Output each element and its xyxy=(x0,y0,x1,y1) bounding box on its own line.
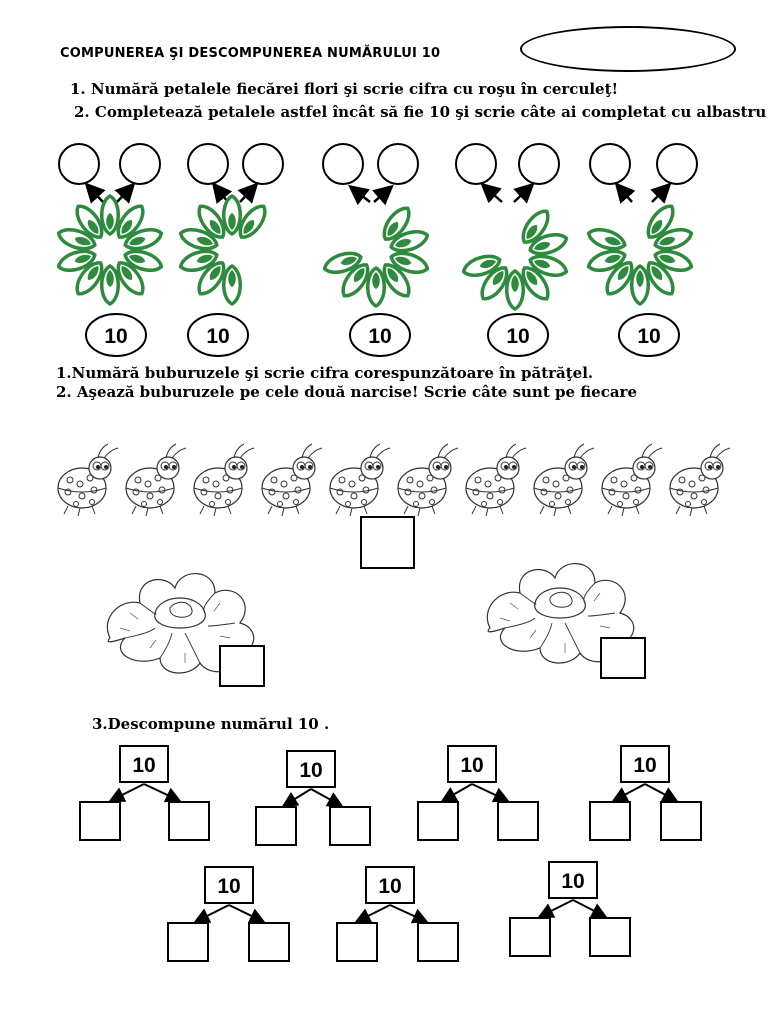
decompose-tree: 10 xyxy=(167,866,290,962)
tree-top-number: 10 xyxy=(633,754,656,777)
answer-circle[interactable] xyxy=(455,143,497,185)
tree-right-box[interactable] xyxy=(168,801,210,841)
narcissus-left-count-box[interactable] xyxy=(219,645,265,687)
flower-total: 10 xyxy=(368,325,391,348)
flower-total: 10 xyxy=(206,325,229,348)
flower-total: 10 xyxy=(506,325,529,348)
answer-circle[interactable] xyxy=(187,143,229,185)
narcissus-right-count-box[interactable] xyxy=(600,637,646,679)
tree-top-number: 10 xyxy=(460,754,483,777)
flower-exercise-3: 10 xyxy=(320,143,432,357)
total-oval xyxy=(349,313,411,357)
arrow-icon xyxy=(372,184,394,206)
ladybug-icon xyxy=(261,443,323,517)
ladybug-icon xyxy=(329,443,391,517)
decompose-tree: 10 xyxy=(255,750,371,846)
tree-right-box[interactable] xyxy=(248,922,290,962)
arrow-icon xyxy=(348,184,371,206)
total-oval xyxy=(487,313,549,357)
total-oval xyxy=(618,313,680,357)
tree-left-box[interactable] xyxy=(167,922,209,962)
answer-circle[interactable] xyxy=(377,143,419,185)
instruction-count-petals: 1. Numără petalele fiecărei flori şi scr… xyxy=(70,80,619,98)
tree-left-box[interactable] xyxy=(255,806,297,846)
arrow-icon xyxy=(614,182,636,204)
tree-top-number: 10 xyxy=(132,754,155,777)
name-oval-field[interactable] xyxy=(520,26,736,72)
arrow-icon xyxy=(84,182,106,204)
ladybug-icon xyxy=(533,443,595,517)
flower-icon xyxy=(320,201,432,308)
instruction-complete-petals: 2. Completează petalele astfel încât să … xyxy=(74,103,768,121)
answer-circle[interactable] xyxy=(119,143,161,185)
flower-icon xyxy=(584,199,696,306)
answer-circle[interactable] xyxy=(58,143,100,185)
answer-circle[interactable] xyxy=(589,143,631,185)
ladybug-count-box[interactable] xyxy=(360,516,415,569)
flower-icon xyxy=(176,194,273,306)
flower-exercise-2: 10 xyxy=(176,143,284,357)
tree-right-box[interactable] xyxy=(417,922,459,962)
answer-circle[interactable] xyxy=(656,143,698,185)
arrow-icon xyxy=(237,182,259,204)
tree-top-number: 10 xyxy=(378,875,401,898)
tree-left-box[interactable] xyxy=(79,801,121,841)
tree-right-box[interactable] xyxy=(329,806,371,846)
instruction-place-ladybugs: 2. Aşează buburuzele pe cele două narcis… xyxy=(56,383,637,401)
arrow-icon xyxy=(650,182,672,204)
tree-left-box[interactable] xyxy=(509,917,551,957)
tree-top-number: 10 xyxy=(299,759,322,782)
flower-exercise-1: 10 xyxy=(54,143,166,357)
total-oval xyxy=(187,313,249,357)
tree-right-box[interactable] xyxy=(660,801,702,841)
ladybug-icon xyxy=(193,443,255,517)
flower-exercise-4: 10 xyxy=(455,143,571,357)
tree-right-box[interactable] xyxy=(497,801,539,841)
ladybug-icon xyxy=(669,443,731,517)
ladybug-icon xyxy=(601,443,663,517)
decompose-tree: 10 xyxy=(589,745,702,841)
decompose-tree: 10 xyxy=(509,861,631,957)
ladybug-icon xyxy=(57,443,119,517)
flower-total: 10 xyxy=(104,325,127,348)
tree-right-box[interactable] xyxy=(589,917,631,957)
tree-left-box[interactable] xyxy=(417,801,459,841)
tree-left-box[interactable] xyxy=(336,922,378,962)
answer-circle[interactable] xyxy=(242,143,284,185)
answer-circle[interactable] xyxy=(518,143,560,185)
instruction-count-ladybugs: 1.Numără buburuzele şi scrie cifra cores… xyxy=(56,364,594,382)
arrow-icon xyxy=(211,182,233,204)
tree-left-box[interactable] xyxy=(589,801,631,841)
arrow-icon xyxy=(114,182,136,204)
arrow-icon xyxy=(480,182,503,204)
ladybug-icon xyxy=(465,443,527,517)
tree-top-number: 10 xyxy=(217,875,240,898)
flower-icon xyxy=(54,194,166,306)
total-oval xyxy=(85,313,147,357)
ladybug-icon xyxy=(125,443,187,517)
flower-total: 10 xyxy=(637,325,660,348)
arrow-icon xyxy=(513,182,535,204)
ladybug-row xyxy=(57,443,731,517)
decompose-tree: 10 xyxy=(336,866,459,962)
decompose-tree: 10 xyxy=(417,745,539,841)
answer-circle[interactable] xyxy=(322,143,364,185)
tree-top-number: 10 xyxy=(561,870,584,893)
ladybug-icon xyxy=(397,443,459,517)
flower-exercise-5: 10 xyxy=(584,143,698,357)
flower-icon xyxy=(459,204,571,311)
worksheet-title: COMPUNEREA ŞI DESCOMPUNEREA NUMĂRULUI 10 xyxy=(60,46,441,61)
decompose-tree: 10 xyxy=(79,745,210,841)
instruction-decompose: 3.Descompune numărul 10 . xyxy=(92,715,330,733)
